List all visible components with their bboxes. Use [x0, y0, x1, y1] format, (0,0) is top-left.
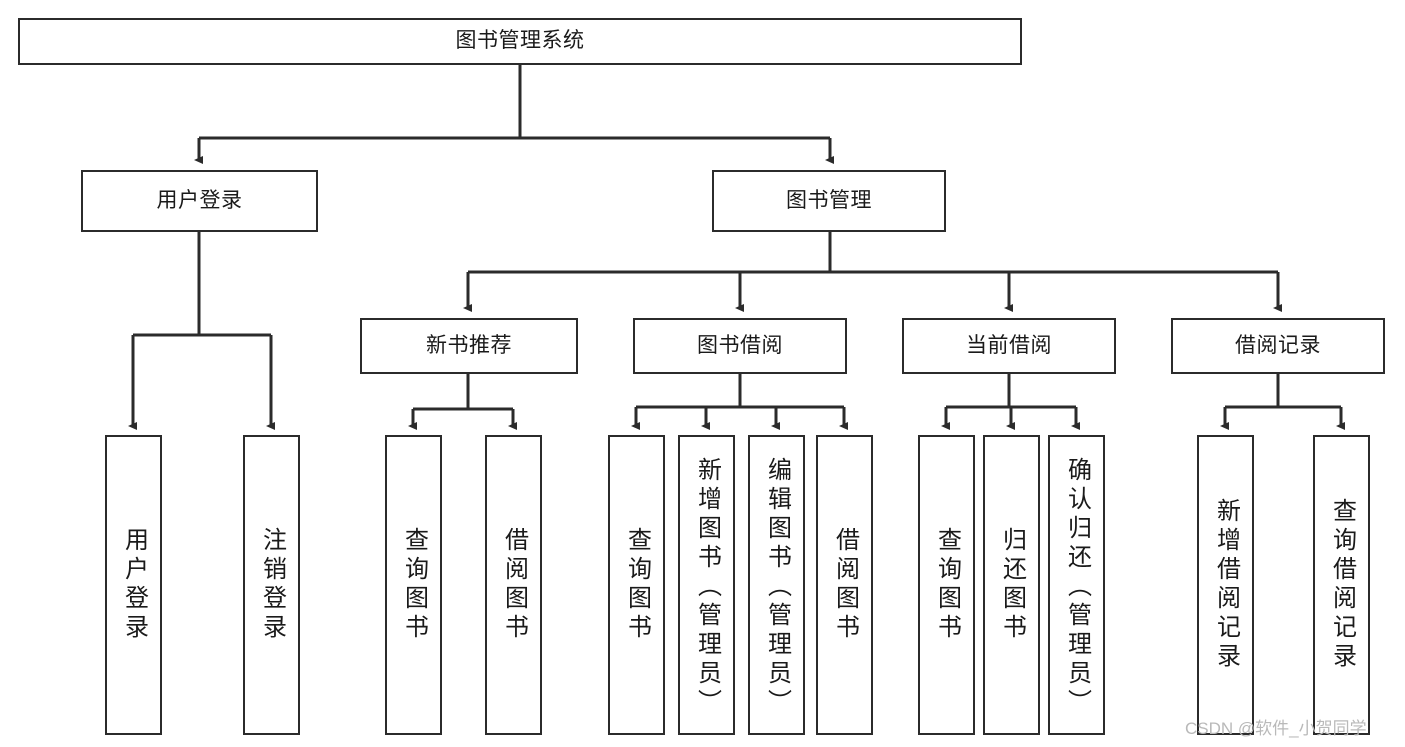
node-label: 注销登录	[258, 527, 286, 643]
node-label: 借阅图书	[831, 527, 859, 643]
leaf-user-login[interactable]: 用户登录	[105, 435, 162, 735]
node-label: 新书推荐	[426, 333, 512, 357]
csdn-watermark: CSDN @软件_小贺同学	[1185, 719, 1367, 738]
leaf-borrow-book-new[interactable]: 借阅图书	[485, 435, 542, 735]
node-label: 借阅图书	[500, 527, 528, 643]
leaf-borrow-book[interactable]: 借阅图书	[816, 435, 873, 735]
node-label: 当前借阅	[966, 333, 1052, 357]
node-root-system[interactable]: 图书管理系统	[18, 18, 1022, 65]
node-label: 用户登录	[120, 527, 148, 643]
leaf-query-borrow-record[interactable]: 查询借阅记录	[1313, 435, 1370, 735]
node-label: 用户登录	[156, 188, 243, 212]
leaf-query-book-current[interactable]: 查询图书	[918, 435, 975, 735]
node-label: 归还图书	[998, 527, 1026, 643]
node-label: 新增图书（管理员）	[693, 456, 721, 718]
leaf-query-book-borrow[interactable]: 查询图书	[608, 435, 665, 735]
leaf-add-borrow-record[interactable]: 新增借阅记录	[1197, 435, 1254, 735]
leaf-logout[interactable]: 注销登录	[243, 435, 300, 735]
node-label: 图书管理	[786, 188, 872, 212]
node-label: 查询图书	[623, 527, 651, 643]
leaf-query-book-new[interactable]: 查询图书	[385, 435, 442, 735]
node-label: 新增借阅记录	[1212, 498, 1240, 672]
node-book-borrow[interactable]: 图书借阅	[633, 318, 847, 374]
node-current-borrow[interactable]: 当前借阅	[902, 318, 1116, 374]
leaf-return-book[interactable]: 归还图书	[983, 435, 1040, 735]
node-label: 查询图书	[400, 527, 428, 643]
node-label: 查询图书	[933, 527, 961, 643]
node-label: 图书管理系统	[455, 29, 585, 53]
node-label: 编辑图书（管理员）	[763, 456, 791, 718]
node-label: 查询借阅记录	[1328, 498, 1356, 672]
node-label: 借阅记录	[1235, 333, 1321, 357]
node-label: 确认归还（管理员）	[1063, 456, 1091, 718]
leaf-edit-book-admin[interactable]: 编辑图书（管理员）	[748, 435, 805, 735]
node-label: 图书借阅	[697, 333, 783, 357]
node-new-book-recommend[interactable]: 新书推荐	[360, 318, 578, 374]
leaf-add-book-admin[interactable]: 新增图书（管理员）	[678, 435, 735, 735]
node-user-login[interactable]: 用户登录	[81, 170, 318, 232]
leaf-confirm-return-admin[interactable]: 确认归还（管理员）	[1048, 435, 1105, 735]
node-book-management[interactable]: 图书管理	[712, 170, 946, 232]
node-borrow-records[interactable]: 借阅记录	[1171, 318, 1385, 374]
